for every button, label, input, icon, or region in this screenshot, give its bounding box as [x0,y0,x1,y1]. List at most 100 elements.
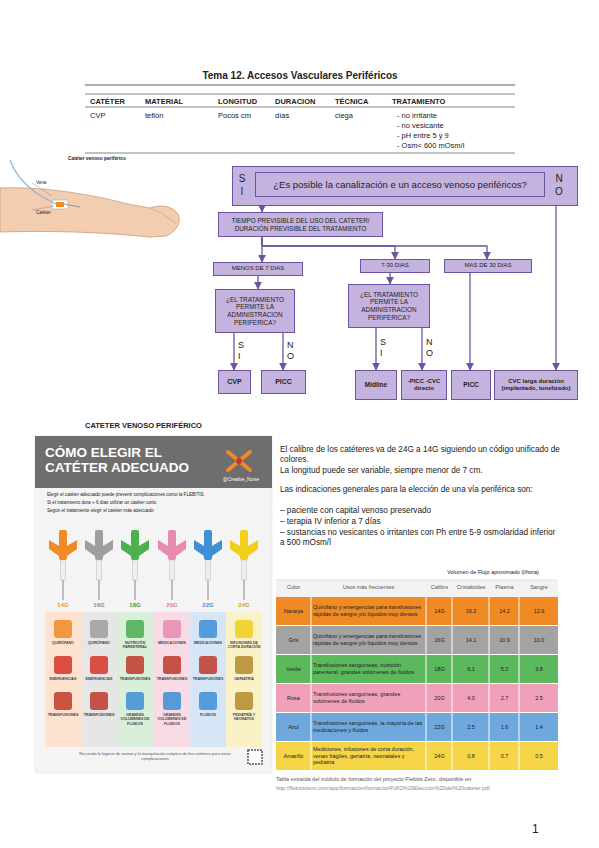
edge-label: NO [287,340,294,362]
gauge-label: 22G [196,602,220,609]
bullet-item: – paciente con capital venoso preservado [280,506,560,516]
body-text: El calibre de los catéteres va de 24G a … [280,445,560,465]
table-cell: Mediciones, infusiones de corta duración… [313,742,424,770]
table-cell: Gris [278,626,309,654]
table-cell: 20G [428,684,451,712]
table-cell: 1.4 [521,713,557,741]
icon-label: GERIATRÍA [227,677,261,681]
table-cell: 24G [428,742,451,770]
table-header: Usos más frecuentes [312,584,425,591]
node-text: CVC larga duración (implantado, tuneliza… [497,378,575,392]
table-header: TRATAMIENTO [392,97,462,106]
flow-connector [262,237,487,259]
table-cell: teflón [145,111,205,120]
table-cell: Transfusiones sanguíneas, la mayoría de … [313,713,424,741]
node-text: CVP [227,378,241,386]
table-header: Color [277,584,310,591]
infographic-title: CÓMO ELEGIR EL CATÉTER ADECUADO [45,445,220,475]
table-cell: 0.7 [491,742,518,770]
result-box: -PICC -CVC directo [401,370,447,400]
list-item: - no irritante [397,111,517,120]
flow-connector [233,333,234,370]
result-box: CVC larga duración (implantado, tuneliza… [494,370,578,400]
table-cell: 14.2 [491,597,518,625]
table-header: Volumen de Flujo aproximado (l/hora) [428,569,558,576]
node-text: 7-30 DIAS [381,262,409,269]
icon-label: MEDICACIONES [191,641,225,645]
edge-label: NO [426,337,433,359]
gauge-label: 16G [87,602,111,609]
node-text: PICC [275,378,292,386]
branch-label: NO [555,172,563,198]
bullet-item: – sustancias no vesicantes o irritantes … [280,528,560,548]
catheter-icon [121,530,149,600]
table-cell: Rosa [278,684,309,712]
gauge-label: 14G [51,602,75,609]
table-cell: 6.1 [454,655,488,683]
table-cell: Transfusiones sanguíneas, nutrición pare… [313,655,424,683]
icon-label: EMERGENCIAS [82,677,116,681]
gauge-label: 24G [232,602,256,609]
infographic-panel [35,436,272,773]
list-item: - no vesicante [397,121,517,130]
node-text: MENOS DE 7 DIAS [232,265,285,272]
footer-note: Recuerda la higiene de manos y la manipu… [70,752,240,762]
flow-connector [555,206,556,370]
table-cell: 5.2 [491,655,518,683]
icon-label: FLUIDOS [191,713,225,717]
icon-label: TRANSFUSIONES [46,713,80,717]
use-icons [54,620,253,710]
table-cell: Pocos cm [218,111,278,120]
gauge-label: 20G [160,602,184,609]
section-heading: CATETER VENOSO PERIFÉRICO [85,421,305,430]
icon-label: TRANSFUSIONES [155,677,189,681]
catheter-icon [49,530,77,600]
table-cell: Naranja [278,597,309,625]
icon-label: TRANSFUSIONES [82,713,116,717]
table-cell: Quirófano y emergencias para transfusion… [313,626,424,654]
table-header: Cristaloides [453,584,489,591]
icon-label: QUIRÓFANO [46,641,80,645]
decision-box: ¿EL TRATAMIENTO PERMITE LA ADMINISTRACIO… [348,284,430,328]
flow-connector [262,237,395,259]
table-cell: 16G [428,626,451,654]
table-cell: 2.7 [491,684,518,712]
table-cell: 0.5 [521,742,557,770]
process-box: TIEMPO PREVISIBLE DEL USO DEL CATETER/ D… [218,212,383,237]
table-header: MATERIAL [145,97,215,106]
table-header: Plasma [490,584,519,591]
node-text: TIEMPO PREVISIBLE DEL USO DEL CATETER/ D… [221,217,380,232]
list-item: - pH entre 5 y 9 [397,131,517,140]
figure-label: Catéter venoso periférico [68,156,178,162]
decision-band: SI NO ¿Es posible la canalización e un acc… [232,166,578,206]
result-box: PICC [261,370,306,394]
icon-label: EMERGENCIAS [46,677,80,681]
flow-connector [282,333,283,370]
table-cell: 10.0 [521,626,557,654]
table-cell: 14G [428,597,451,625]
icon-label: INFUSIONES DE CORTA DURACIÓN [227,641,261,650]
flow-connector [375,328,376,370]
branch-label: SI [238,172,246,198]
table-header: DURACION [275,97,345,106]
icon-label: QUIRÓFANO [82,641,116,645]
table-cell: 18G [428,655,451,683]
icon-label: TRANSFUSIONES [191,677,225,681]
table-cell: Transfusiones sanguíneas, grandes volúme… [313,684,424,712]
question-box: ¿Es posible la canalización e un acceso … [255,172,545,197]
flow-connector [257,276,258,289]
part-label: Vena [36,180,66,185]
bullet-item: – terapia IV inferior a 7 días [280,517,560,527]
body-text: Las indicaciones generales para la elecc… [280,485,560,495]
catheter-icon [194,530,222,600]
icon-label: GRANDES VOLÚMENES DE FLUIDOS [155,713,189,726]
node-text: ¿Es posible la canalización e un acceso … [273,179,526,190]
table-cell: Quirófano y emergencias para transfusion… [313,597,424,625]
table-rule [85,107,515,108]
table-caption: Tabla extraída del módulo de formación d… [276,776,566,783]
table-cell: Verde [278,655,309,683]
table-cell: 22G [428,713,451,741]
source-url: http://flebitiszero.com/app/formacion/fo… [276,785,566,792]
table-rule [85,94,515,95]
